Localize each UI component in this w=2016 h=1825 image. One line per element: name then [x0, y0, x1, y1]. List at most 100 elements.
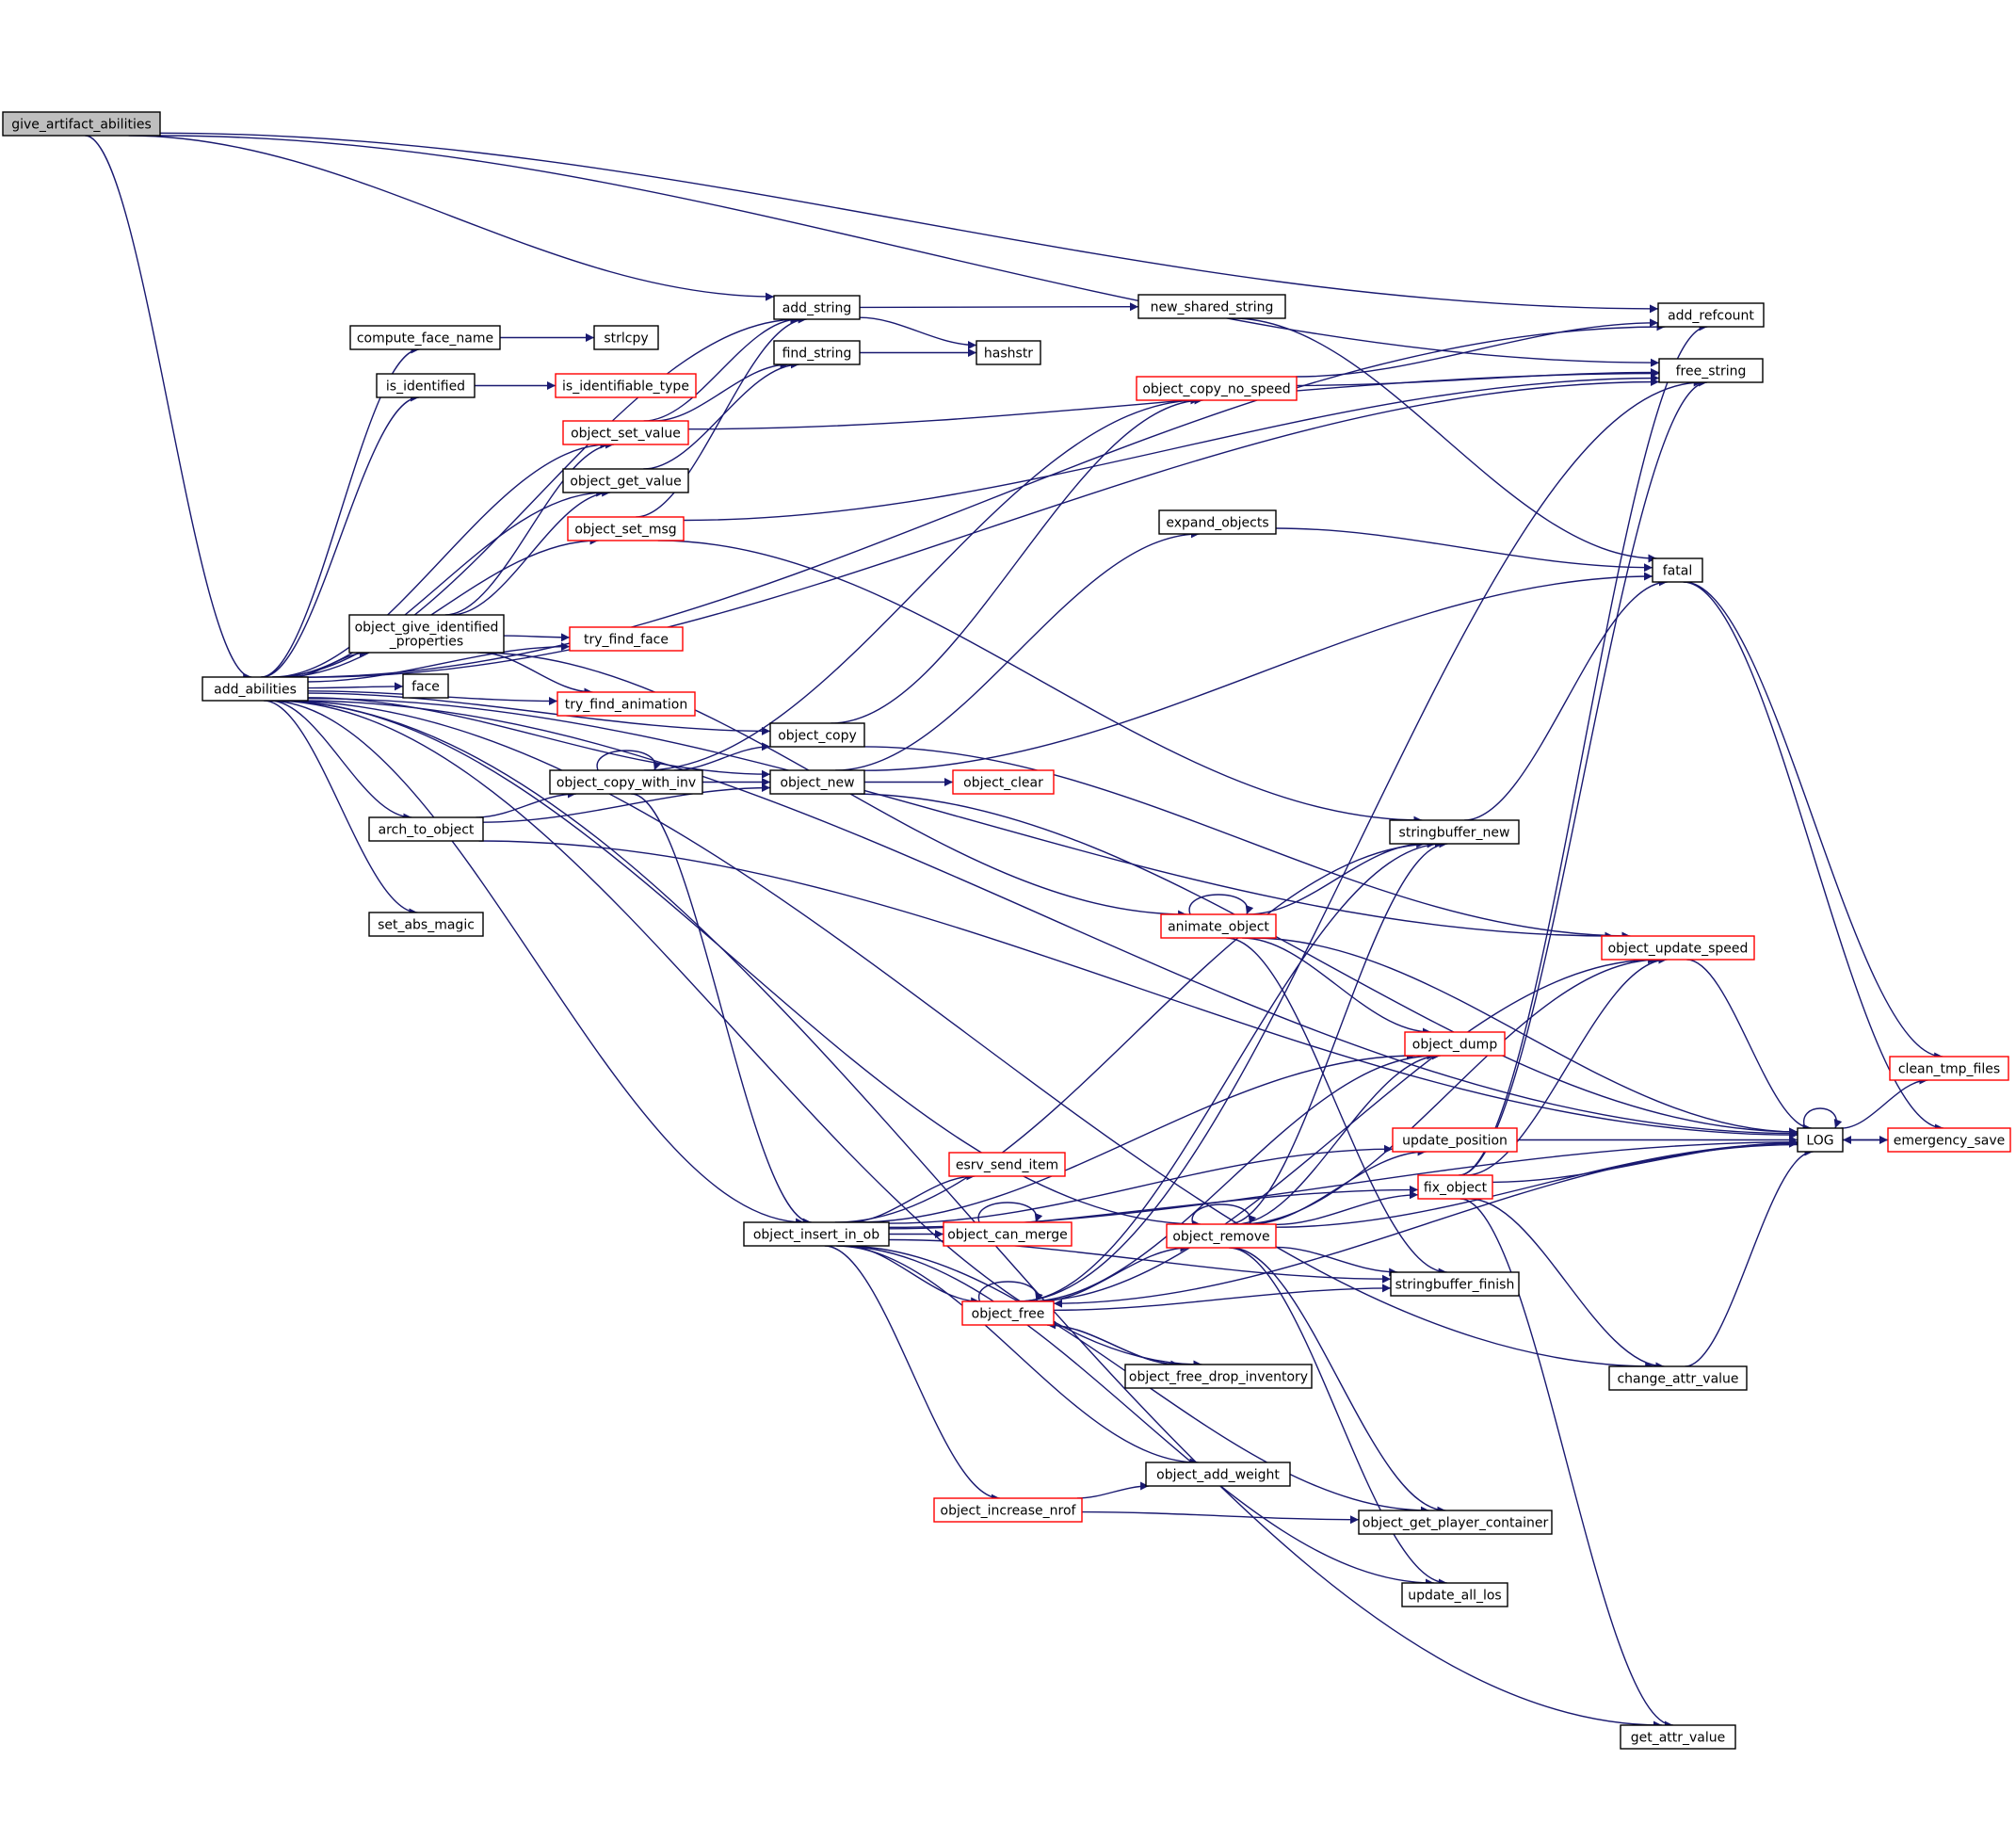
node-add_string[interactable]: add_string — [773, 295, 861, 320]
node-box[interactable] — [1887, 1127, 2011, 1153]
node-box[interactable] — [773, 340, 861, 365]
node-box[interactable] — [1137, 294, 1286, 319]
node-object_update_speed[interactable]: object_update_speed — [1601, 935, 1755, 961]
node-object_copy[interactable]: object_copy — [769, 722, 865, 748]
node-box[interactable] — [1608, 1365, 1748, 1391]
node-free_string[interactable]: free_string — [1658, 358, 1764, 383]
node-box[interactable] — [376, 373, 476, 398]
node-box[interactable] — [567, 516, 685, 541]
node-emergency_save[interactable]: emergency_save — [1887, 1127, 2011, 1153]
node-box[interactable] — [1620, 1724, 1736, 1750]
node-animate_object[interactable]: animate_object — [1160, 913, 1277, 939]
node-box[interactable] — [1124, 1364, 1313, 1389]
node-box[interactable] — [1389, 819, 1520, 845]
node-give_artifact_abilities[interactable]: give_artifact_abilities — [2, 111, 161, 137]
node-box[interactable] — [368, 912, 484, 937]
node-box[interactable] — [1160, 913, 1277, 939]
node-find_string[interactable]: find_string — [773, 340, 861, 365]
node-object_remove[interactable]: object_remove — [1166, 1223, 1277, 1249]
node-object_copy_no_speed[interactable]: object_copy_no_speed — [1136, 376, 1298, 401]
node-box[interactable] — [769, 769, 865, 795]
node-LOG[interactable]: LOG — [1797, 1127, 1844, 1153]
node-box[interactable] — [1136, 376, 1298, 401]
node-object_new[interactable]: object_new — [769, 769, 865, 795]
node-add_refcount[interactable]: add_refcount — [1657, 302, 1765, 328]
node-hashstr[interactable]: hashstr — [976, 340, 1041, 365]
node-update_all_los[interactable]: update_all_los — [1401, 1582, 1508, 1607]
node-box[interactable] — [569, 626, 684, 652]
node-box[interactable] — [1404, 1031, 1506, 1057]
node-box[interactable] — [555, 373, 697, 398]
node-expand_objects[interactable]: expand_objects — [1158, 509, 1277, 535]
node-box[interactable] — [976, 340, 1041, 365]
node-object_free_drop_inventory[interactable]: object_free_drop_inventory — [1124, 1364, 1313, 1389]
node-add_abilities[interactable]: add_abilities — [202, 676, 309, 702]
node-box[interactable] — [948, 1152, 1066, 1177]
node-update_position[interactable]: update_position — [1392, 1127, 1518, 1153]
node-try_find_face[interactable]: try_find_face — [569, 626, 684, 652]
node-box[interactable] — [952, 769, 1055, 795]
node-box[interactable] — [562, 420, 689, 445]
node-object_can_merge[interactable]: object_can_merge — [943, 1221, 1073, 1247]
node-object_free[interactable]: object_free — [961, 1300, 1055, 1326]
node-box[interactable] — [1401, 1582, 1508, 1607]
node-box[interactable] — [1889, 1056, 2009, 1081]
node-box[interactable] — [961, 1300, 1055, 1326]
node-box[interactable] — [943, 1221, 1073, 1247]
node-is_identifiable_type[interactable]: is_identifiable_type — [555, 373, 697, 398]
node-box[interactable] — [2, 111, 161, 137]
node-box[interactable] — [349, 325, 501, 350]
node-box[interactable] — [1358, 1510, 1553, 1535]
node-box[interactable] — [1652, 557, 1703, 583]
node-box[interactable] — [1797, 1127, 1844, 1153]
node-box[interactable] — [1601, 935, 1755, 961]
node-change_attr_value[interactable]: change_attr_value — [1608, 1365, 1748, 1391]
node-object_get_player_container[interactable]: object_get_player_container — [1358, 1510, 1553, 1535]
node-face[interactable]: face — [402, 673, 449, 699]
node-object_set_msg[interactable]: object_set_msg — [567, 516, 685, 541]
node-box[interactable] — [348, 614, 505, 654]
node-box[interactable] — [562, 468, 689, 493]
node-fatal[interactable]: fatal — [1652, 557, 1703, 583]
node-arch_to_object[interactable]: arch_to_object — [368, 816, 484, 842]
node-box[interactable] — [202, 676, 309, 702]
node-box[interactable] — [743, 1221, 890, 1247]
node-object_add_weight[interactable]: object_add_weight — [1145, 1462, 1291, 1487]
node-box[interactable] — [1166, 1223, 1277, 1249]
node-get_attr_value[interactable]: get_attr_value — [1620, 1724, 1736, 1750]
node-object_set_value[interactable]: object_set_value — [562, 420, 689, 445]
node-box[interactable] — [549, 769, 703, 795]
node-object_clear[interactable]: object_clear — [952, 769, 1055, 795]
node-object_insert_in_ob[interactable]: object_insert_in_ob — [743, 1221, 890, 1247]
node-box[interactable] — [402, 673, 449, 699]
node-set_abs_magic[interactable]: set_abs_magic — [368, 912, 484, 937]
node-box[interactable] — [769, 722, 865, 748]
node-new_shared_string[interactable]: new_shared_string — [1137, 294, 1286, 319]
node-stringbuffer_finish[interactable]: stringbuffer_finish — [1390, 1271, 1520, 1297]
node-box[interactable] — [933, 1497, 1083, 1523]
node-box[interactable] — [593, 325, 659, 350]
node-esrv_send_item[interactable]: esrv_send_item — [948, 1152, 1066, 1177]
node-object_copy_with_inv[interactable]: object_copy_with_inv — [549, 769, 703, 795]
node-try_find_animation[interactable]: try_find_animation — [556, 691, 696, 717]
node-box[interactable] — [556, 691, 696, 717]
node-box[interactable] — [1390, 1271, 1520, 1297]
node-box[interactable] — [1392, 1127, 1518, 1153]
node-fix_object[interactable]: fix_object — [1417, 1174, 1493, 1200]
node-compute_face_name[interactable]: compute_face_name — [349, 325, 501, 350]
node-box[interactable] — [1417, 1174, 1493, 1200]
node-box[interactable] — [1657, 302, 1765, 328]
node-clean_tmp_files[interactable]: clean_tmp_files — [1889, 1056, 2009, 1081]
node-object_dump[interactable]: object_dump — [1404, 1031, 1506, 1057]
node-box[interactable] — [1145, 1462, 1291, 1487]
node-box[interactable] — [368, 816, 484, 842]
node-box[interactable] — [773, 295, 861, 320]
node-object_get_value[interactable]: object_get_value — [562, 468, 689, 493]
node-object_give_identified_properties[interactable]: object_give_identified_properties — [348, 614, 505, 654]
node-box[interactable] — [1158, 509, 1277, 535]
node-box[interactable] — [1658, 358, 1764, 383]
node-strlcpy[interactable]: strlcpy — [593, 325, 659, 350]
node-stringbuffer_new[interactable]: stringbuffer_new — [1389, 819, 1520, 845]
node-is_identified[interactable]: is_identified — [376, 373, 476, 398]
node-object_increase_nrof[interactable]: object_increase_nrof — [933, 1497, 1083, 1523]
